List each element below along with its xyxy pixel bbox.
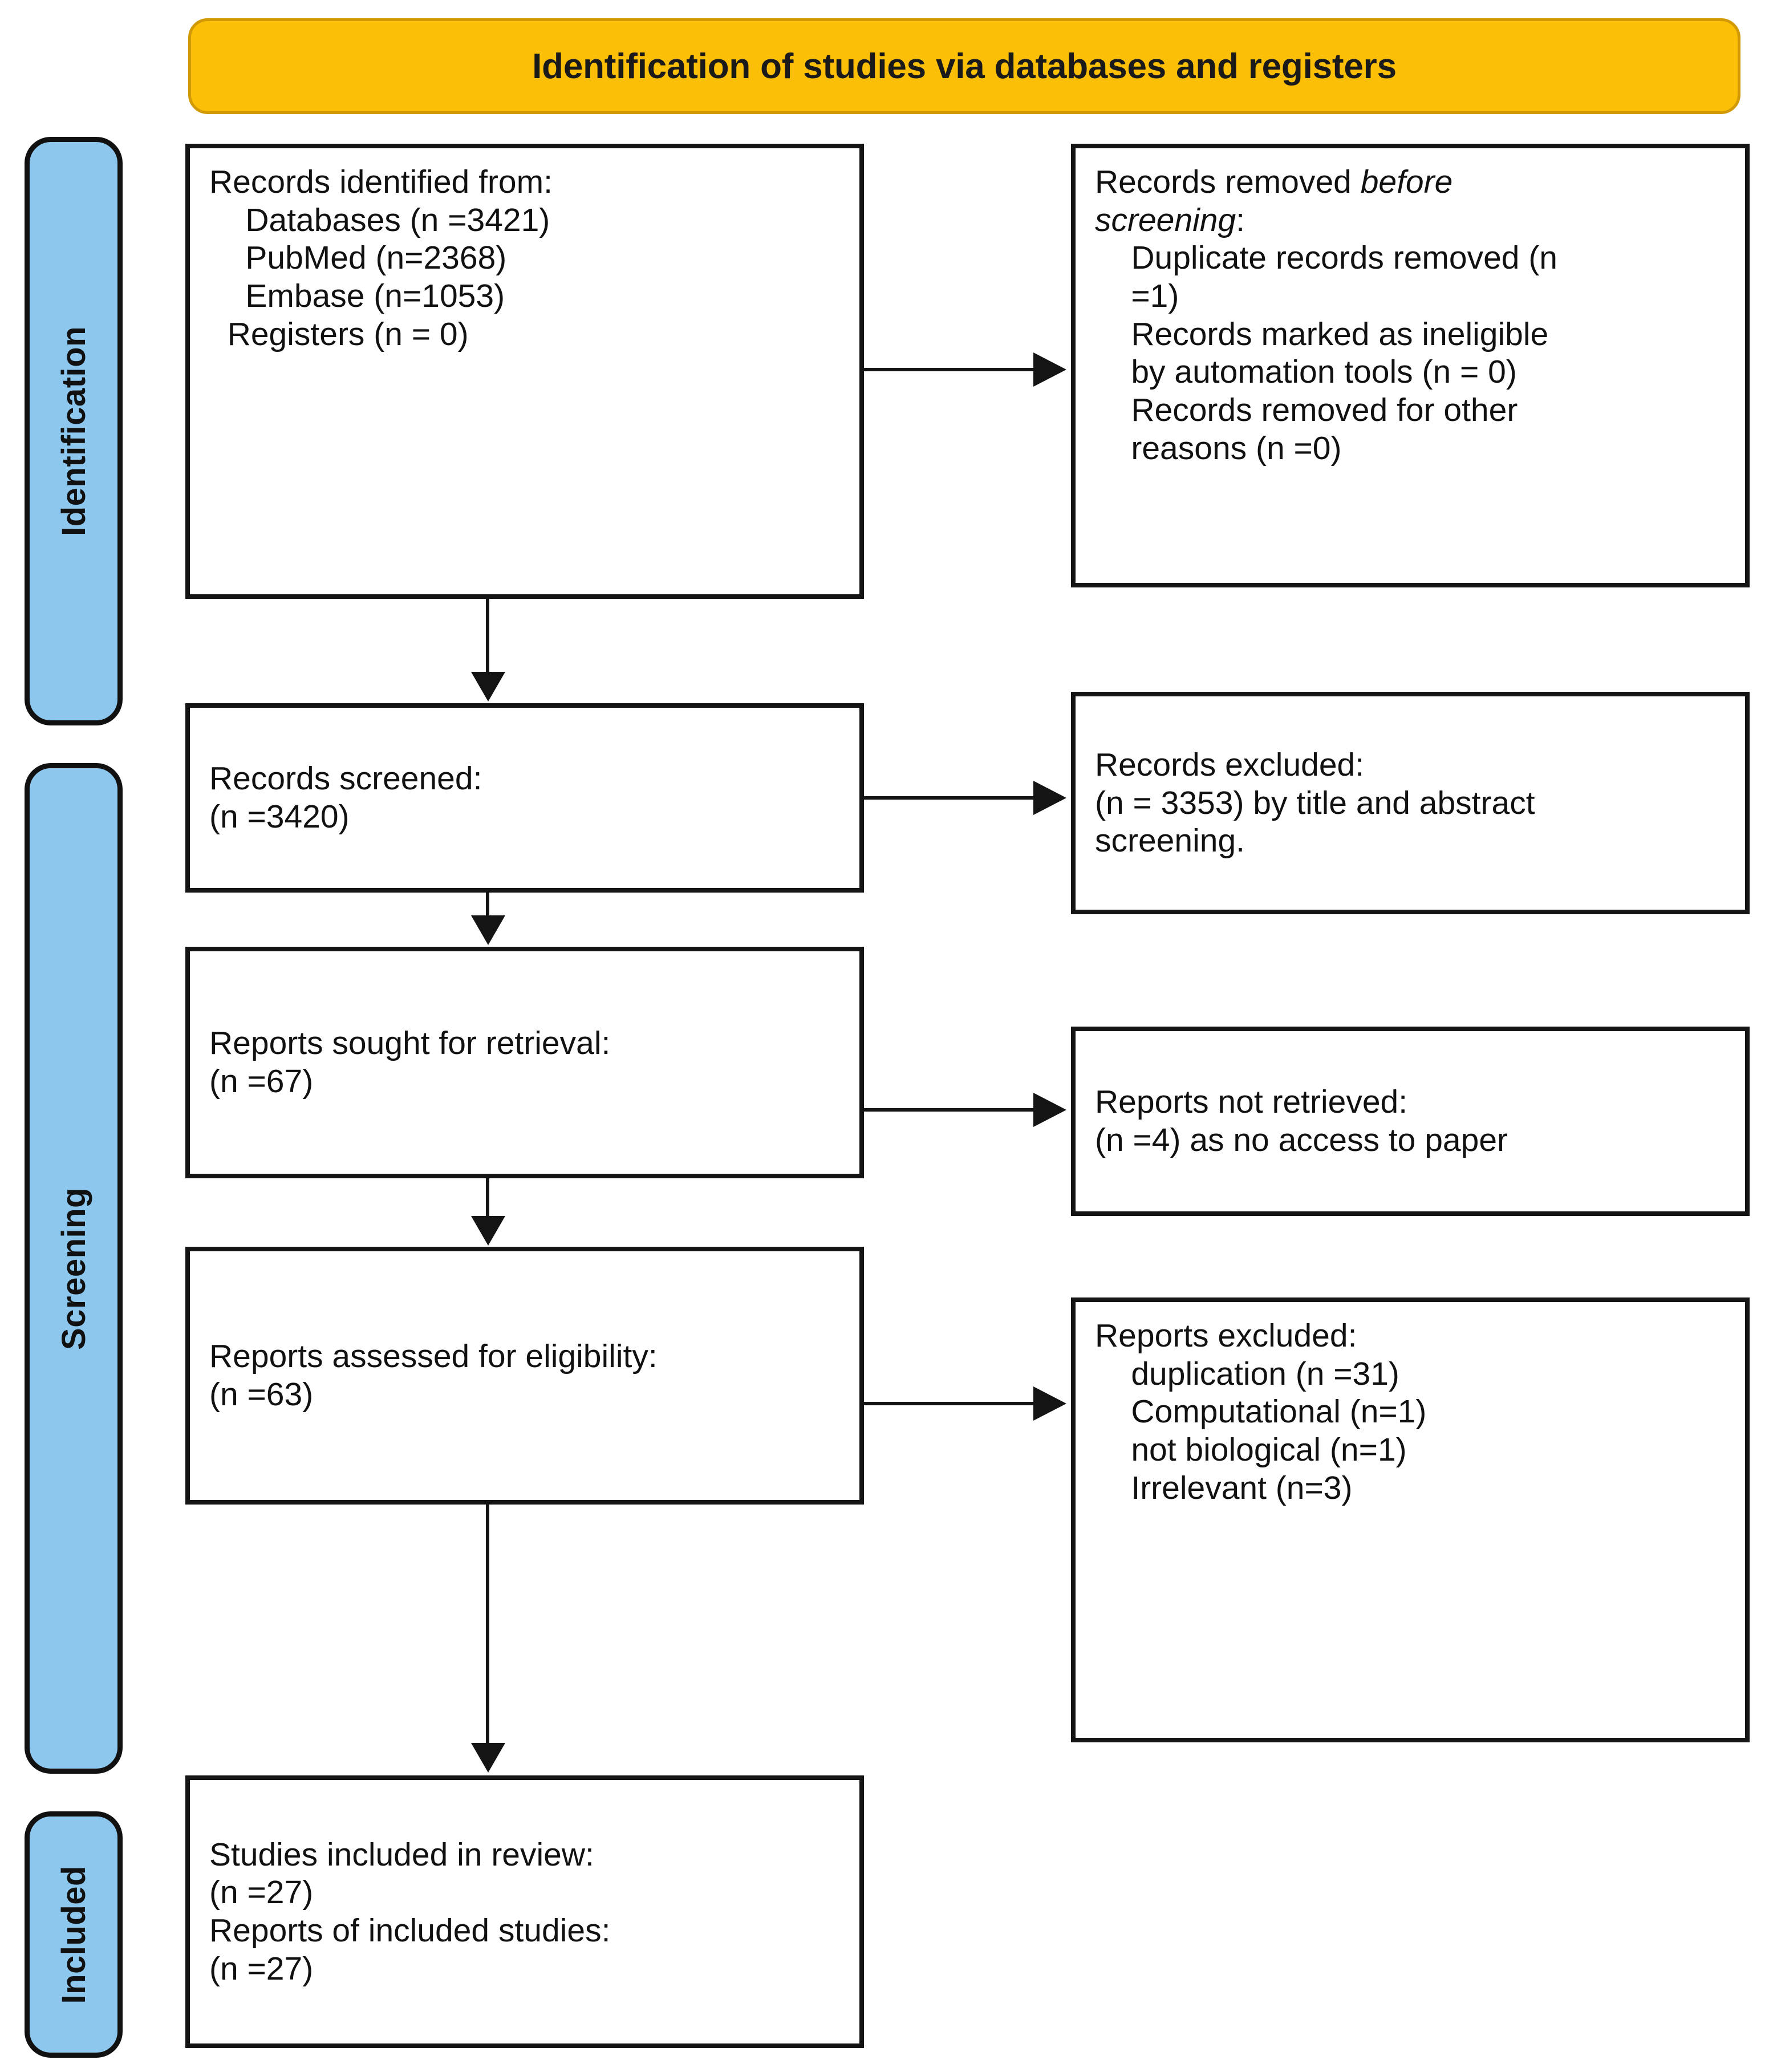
arrow-head-screened-to-sought	[471, 915, 505, 945]
box-reports-assessed: Reports assessed for eligibility: (n =63…	[185, 1247, 864, 1505]
box-records-identified: Records identified from: Databases (n =3…	[185, 144, 864, 599]
arrow-head-sought-to-not-retrieved	[1033, 1093, 1066, 1127]
connector-identified-to-screened	[486, 599, 489, 673]
arrow-head-identified-to-screened	[471, 672, 505, 702]
box-reports-not-retrieved: Reports not retrieved: (n =4) as no acce…	[1071, 1027, 1750, 1216]
arrow-head-screened-to-excluded	[1033, 781, 1066, 815]
box-reports-not-retrieved-text: Reports not retrieved: (n =4) as no acce…	[1095, 1084, 1508, 1158]
arrow-head-sought-to-assessed	[471, 1216, 505, 1246]
arrow-head-assessed-to-reports-excluded	[1033, 1386, 1066, 1421]
box-records-removed-before-screening: Records removed before screening: Duplica…	[1071, 144, 1750, 587]
stage-label-screening: Screening	[25, 763, 123, 1774]
removed-line2-plain: :	[1236, 201, 1245, 238]
box-reports-excluded-text: Reports excluded: duplication (n =31) Co…	[1095, 1317, 1427, 1506]
arrow-head-assessed-to-included	[471, 1743, 505, 1773]
box-records-excluded-text: Records excluded: (n = 3353) by title an…	[1095, 746, 1535, 859]
connector-screened-to-sought	[486, 893, 489, 917]
arrow-head-identified-to-removed	[1033, 352, 1066, 387]
box-studies-included-text: Studies included in review: (n =27) Repo…	[209, 1836, 611, 1987]
box-records-screened-text: Records screened: (n =3420)	[209, 760, 482, 835]
box-records-excluded: Records excluded: (n = 3353) by title an…	[1071, 692, 1750, 914]
box-reports-assessed-text: Reports assessed for eligibility: (n =63…	[209, 1338, 658, 1413]
connector-assessed-to-reports-excluded	[864, 1402, 1035, 1405]
box-studies-included: Studies included in review: (n =27) Repo…	[185, 1775, 864, 2048]
stage-label-text: Included	[55, 1865, 92, 2004]
connector-sought-to-not-retrieved	[864, 1108, 1035, 1112]
banner-title: Identification of studies via databases …	[532, 46, 1397, 86]
diagram-banner: Identification of studies via databases …	[188, 18, 1740, 114]
connector-screened-to-excluded	[864, 796, 1035, 800]
connector-assessed-to-included	[486, 1505, 489, 1744]
removed-line1-italic: before	[1360, 164, 1453, 200]
box-records-identified-text: Records identified from: Databases (n =3…	[209, 164, 553, 352]
box-reports-sought-text: Reports sought for retrieval: (n =67)	[209, 1025, 611, 1100]
removed-line1-plain: Records removed	[1095, 164, 1361, 200]
box-records-screened: Records screened: (n =3420)	[185, 703, 864, 893]
stage-label-included: Included	[25, 1811, 123, 2058]
connector-identified-to-removed	[864, 368, 1035, 371]
box-reports-excluded: Reports excluded: duplication (n =31) Co…	[1071, 1297, 1750, 1742]
box-reports-sought: Reports sought for retrieval: (n =67)	[185, 947, 864, 1178]
connector-sought-to-assessed	[486, 1178, 489, 1217]
stage-label-text: Identification	[55, 326, 92, 536]
stage-label-text: Screening	[55, 1187, 92, 1350]
removed-line2-italic: screening	[1095, 201, 1236, 238]
stage-label-identification: Identification	[25, 137, 123, 725]
box-records-removed-text: Records removed before screening: Duplica…	[1095, 163, 1726, 468]
removed-rest: Duplicate records removed (n =1) Records…	[1131, 240, 1558, 467]
